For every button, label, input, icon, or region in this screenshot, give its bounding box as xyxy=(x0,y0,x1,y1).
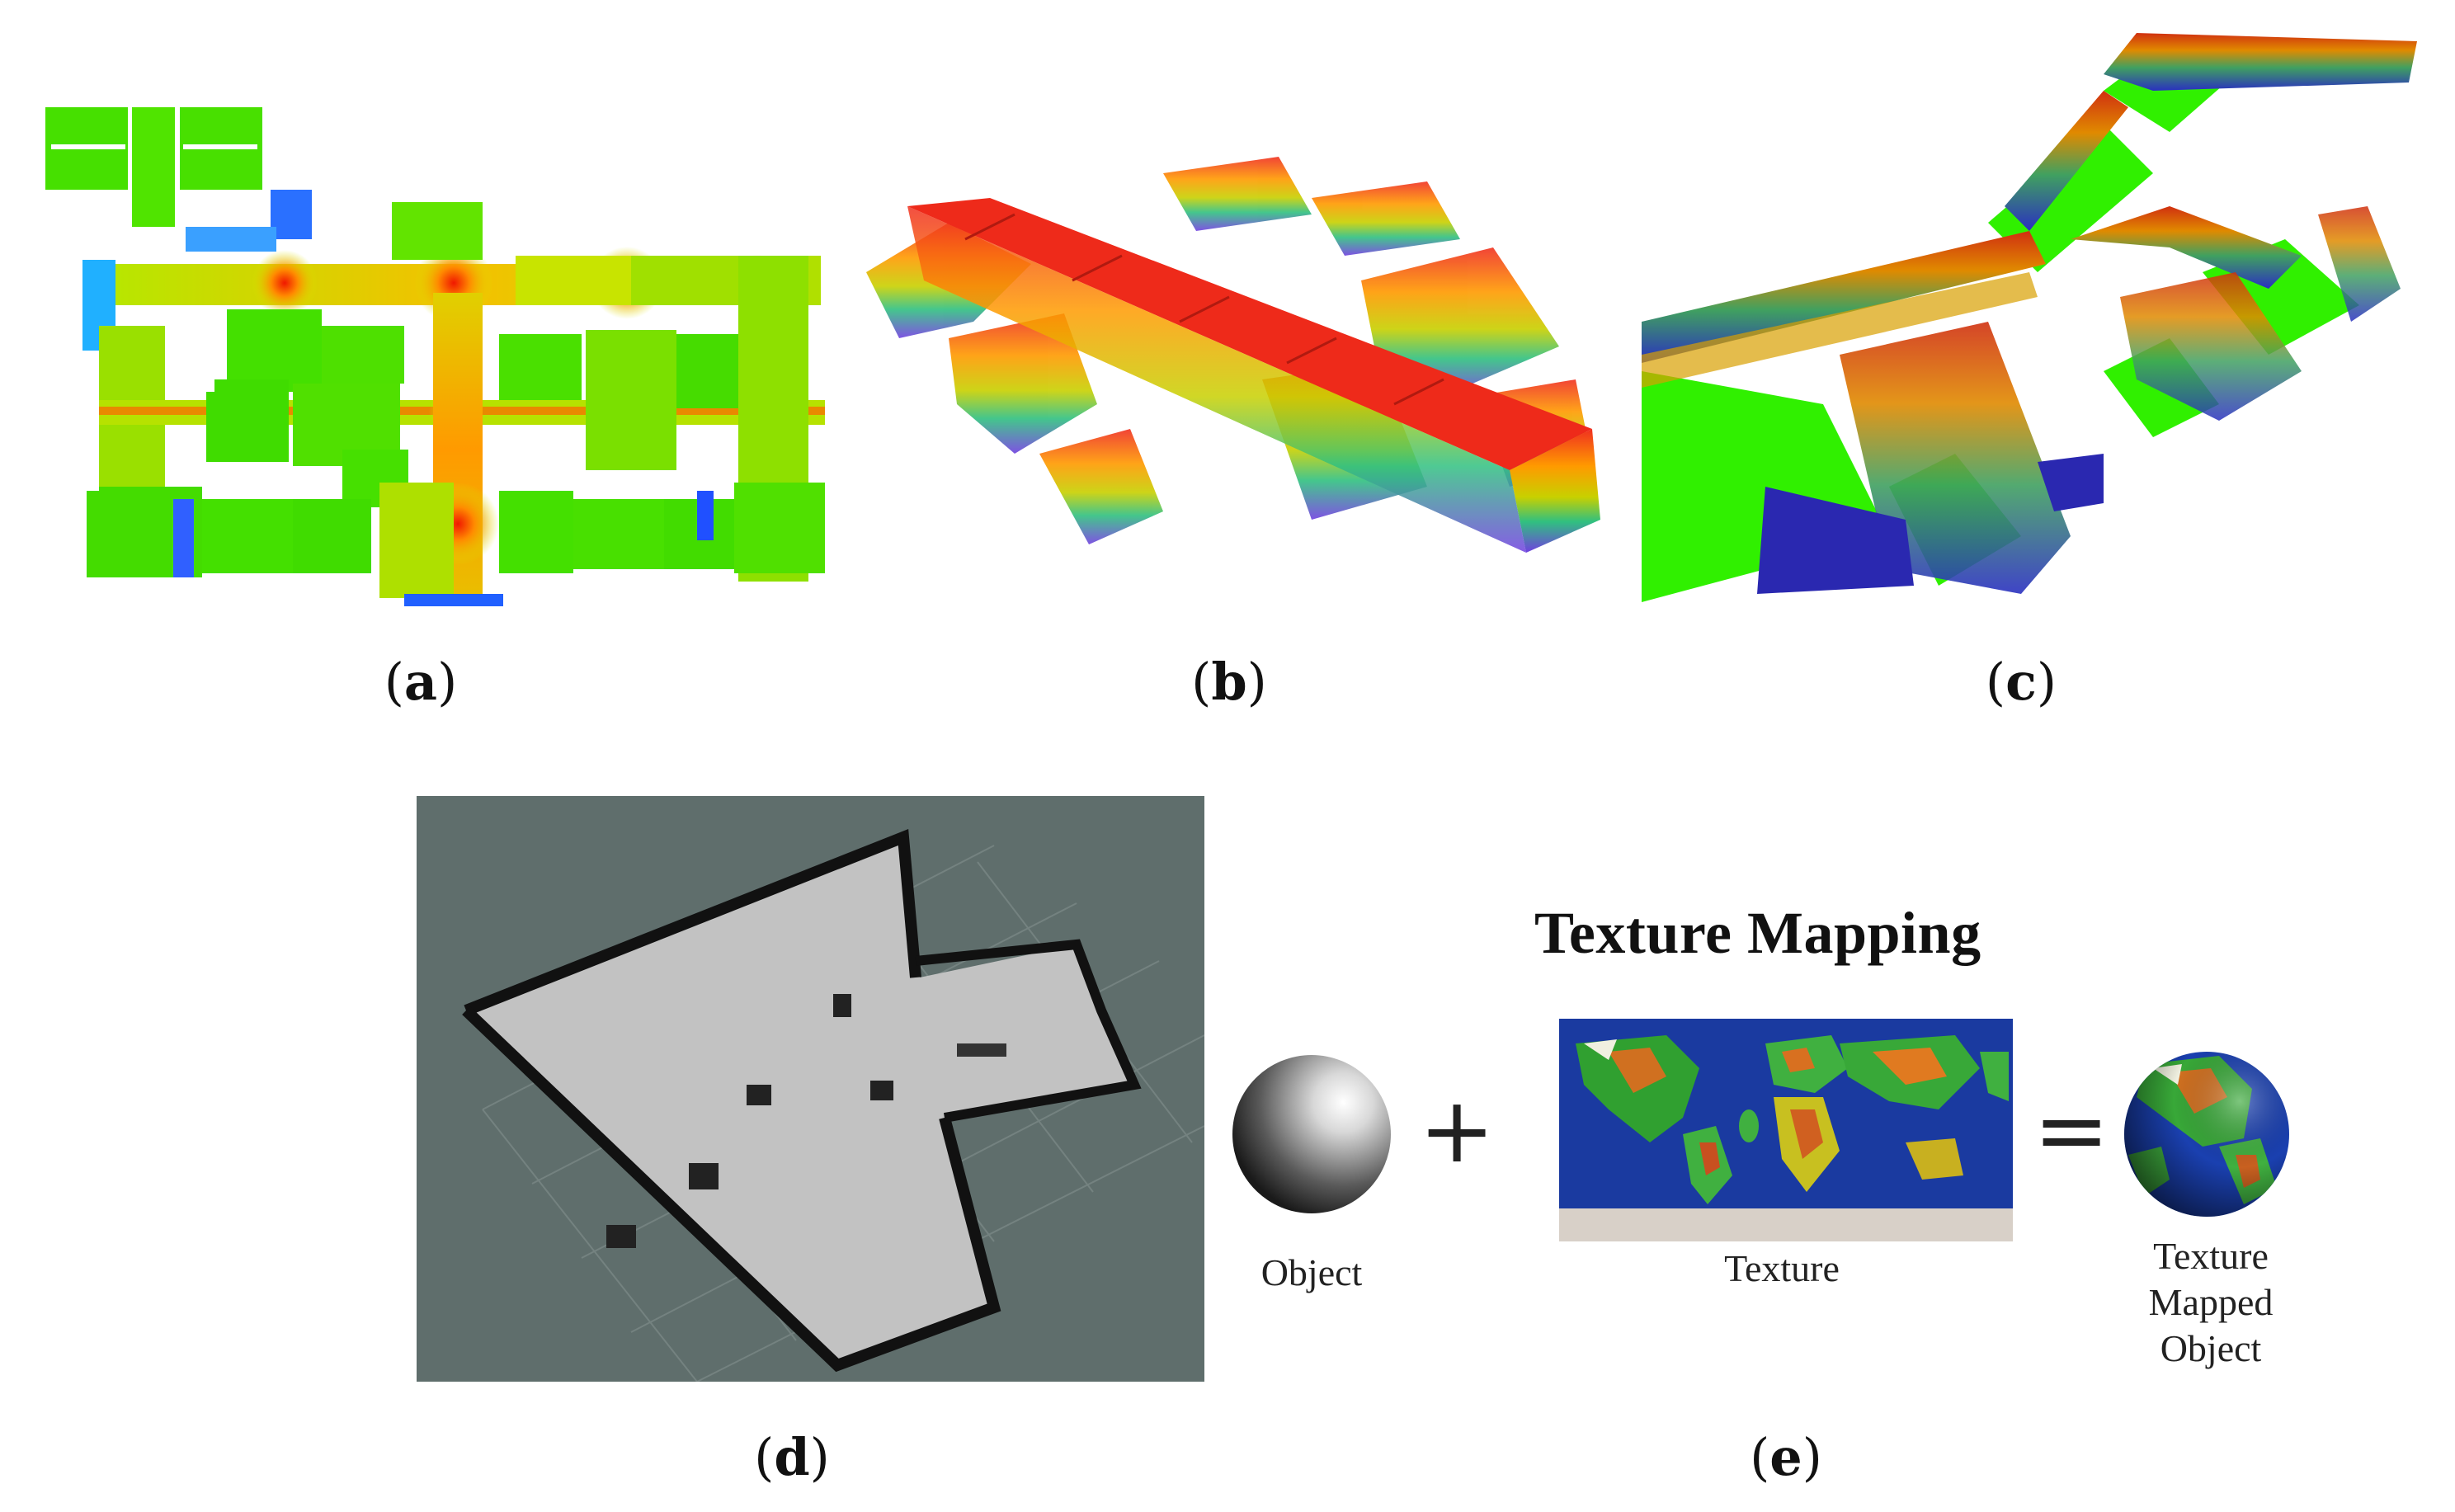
caption-d: (d) xyxy=(754,1427,830,1487)
caption-a: (a) xyxy=(384,652,458,712)
panel-a-cost-map xyxy=(41,103,833,610)
occupancy-grid-image xyxy=(417,796,1204,1382)
texture-mapped-object-label: Texture Mapped Object xyxy=(2148,1235,2274,1369)
panel-b-3d-voxel-map xyxy=(850,132,1617,594)
plus-symbol: + xyxy=(1419,1077,1496,1183)
texture-label: Texture xyxy=(1724,1247,1840,1289)
world-texture-image xyxy=(1559,1019,2013,1241)
caption-b: (b) xyxy=(1191,652,1267,712)
caption-c: (c) xyxy=(1985,652,2057,712)
voxel-building-image xyxy=(866,157,1600,553)
texture-mapping-title: Texture Mapping xyxy=(1534,900,1981,966)
panel-c-3d-voxel-corridors xyxy=(1642,25,2425,610)
caption-e: (e) xyxy=(1750,1427,1822,1487)
panel-e-texture-mapping: Texture Mapping Object + xyxy=(1221,899,2425,1394)
object-label: Object xyxy=(1260,1251,1363,1293)
voxel-corridor-image xyxy=(1642,33,2417,602)
plain-sphere-image xyxy=(1232,1055,1391,1213)
equals-symbol: = xyxy=(2033,1077,2110,1183)
panel-d-occupancy-grid xyxy=(417,796,1204,1382)
cost-map-image xyxy=(41,107,825,606)
texture-mapped-sphere-image xyxy=(2124,1052,2289,1217)
